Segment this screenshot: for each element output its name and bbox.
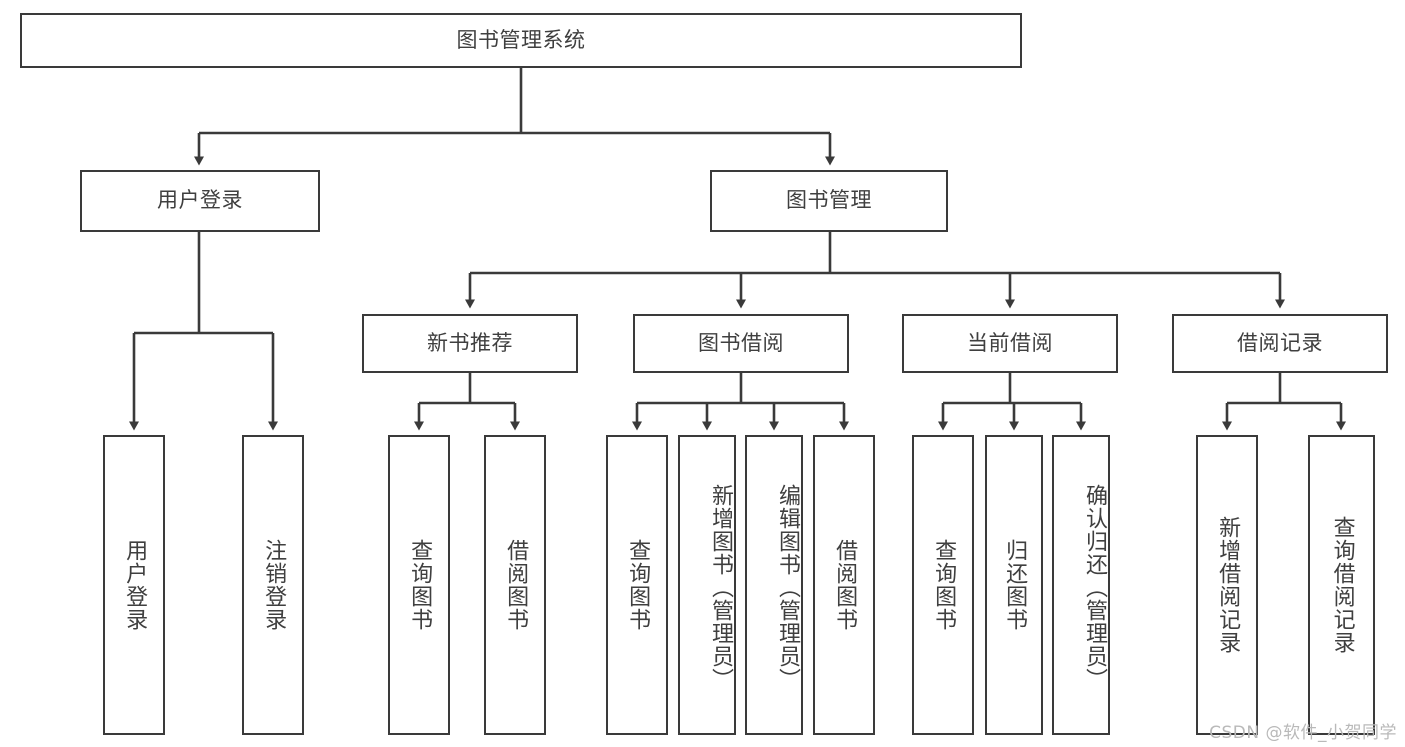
leaf-borrow-edit-book-admin[interactable]: 编辑图书（管理员）: [745, 435, 803, 735]
leaf-current-confirm-return-admin[interactable]: 确认归还（管理员）: [1052, 435, 1110, 735]
leaf-record-add-record[interactable]: 新增借阅记录: [1196, 435, 1258, 735]
leaf-borrow-add-book-admin[interactable]: 新增图书（管理员）: [678, 435, 736, 735]
leaf-new-book-query[interactable]: 查询图书: [388, 435, 450, 735]
node-new-book-recommend[interactable]: 新书推荐: [362, 314, 578, 373]
node-book-management[interactable]: 图书管理: [710, 170, 948, 232]
node-borrow-record[interactable]: 借阅记录: [1172, 314, 1388, 373]
leaf-user-login-login[interactable]: 用户登录: [103, 435, 165, 735]
node-book-borrow[interactable]: 图书借阅: [633, 314, 849, 373]
leaf-borrow-query-book[interactable]: 查询图书: [606, 435, 668, 735]
node-user-login[interactable]: 用户登录: [80, 170, 320, 232]
leaf-borrow-borrow-book[interactable]: 借阅图书: [813, 435, 875, 735]
node-root-system[interactable]: 图书管理系统: [20, 13, 1022, 68]
leaf-current-return-book[interactable]: 归还图书: [985, 435, 1043, 735]
node-current-borrow[interactable]: 当前借阅: [902, 314, 1118, 373]
leaf-new-book-borrow[interactable]: 借阅图书: [484, 435, 546, 735]
leaf-current-query-book[interactable]: 查询图书: [912, 435, 974, 735]
leaf-user-login-logout[interactable]: 注销登录: [242, 435, 304, 735]
csdn-watermark: CSDN @软件_小贺同学: [1209, 723, 1397, 743]
leaf-record-query-record[interactable]: 查询借阅记录: [1308, 435, 1375, 735]
